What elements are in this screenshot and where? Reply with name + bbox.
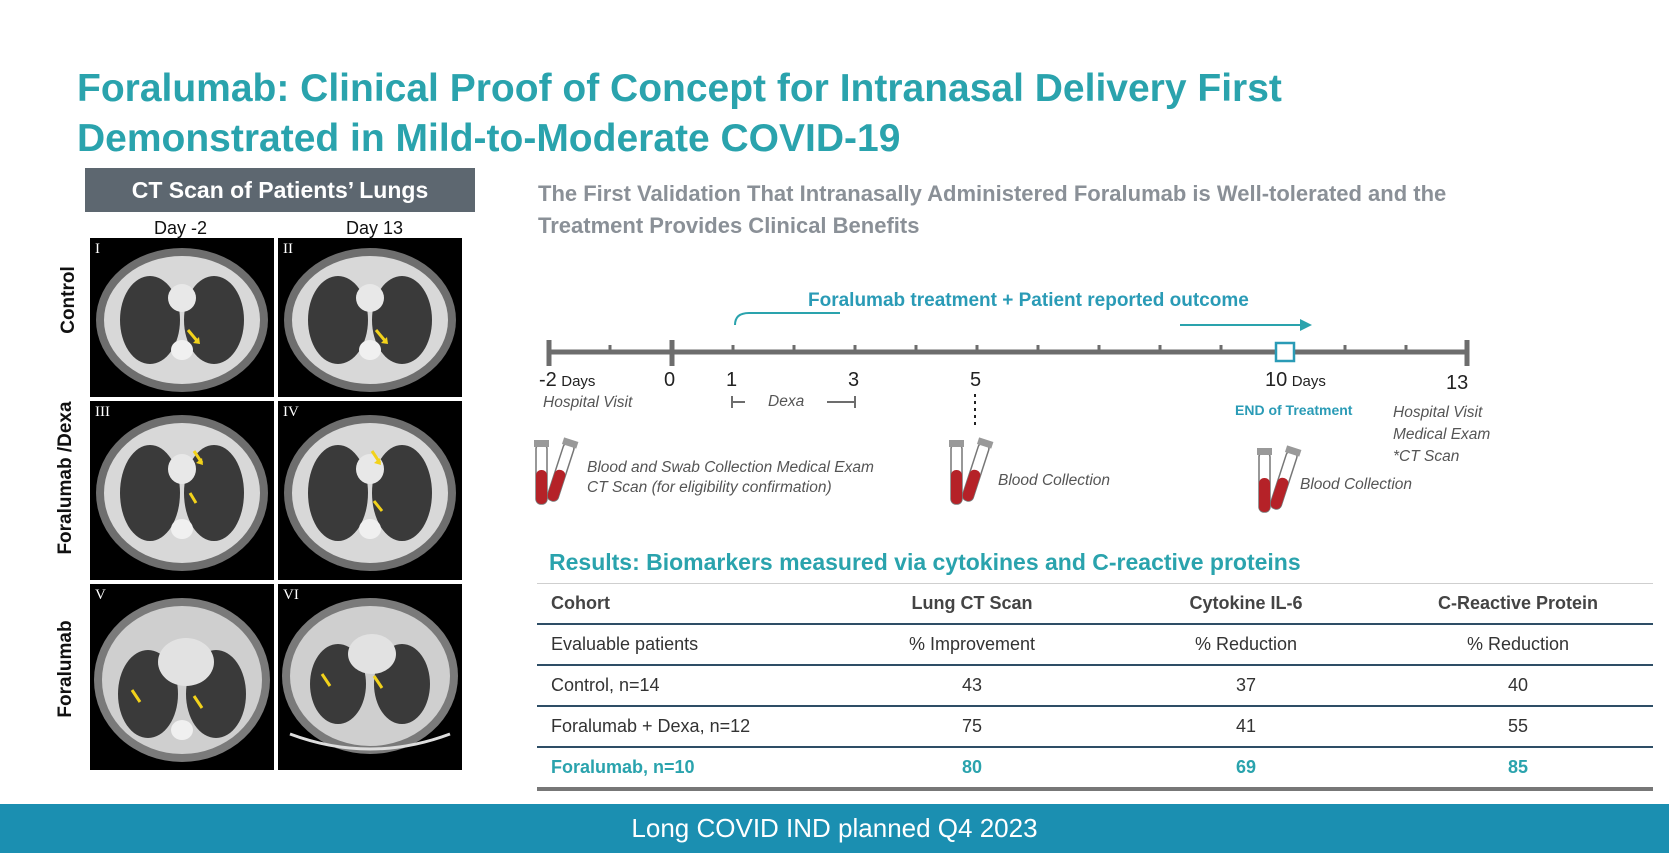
subtitle: The First Validation That Intranasally A…	[538, 181, 1447, 238]
header-cohort: Cohort	[551, 593, 610, 613]
lung-scan-image	[282, 598, 458, 754]
cell-il6: % Reduction	[1194, 634, 1298, 654]
ct-scan-foralumab-dexa-day-minus-2: III	[90, 401, 274, 580]
ct-scan-foralumab-day-minus-2: V	[90, 584, 274, 770]
days-label: Days	[1291, 373, 1326, 390]
header-crp: C-Reactive Protein	[1437, 593, 1599, 613]
tick-5: 5	[970, 369, 982, 391]
tick-label: -2	[539, 369, 557, 391]
ct-scan-foralumab-day-13: VI	[278, 584, 462, 770]
collection-1-line-1: Blood and Swab Collection Medical Exam	[587, 459, 874, 476]
tick-3: 3	[848, 369, 860, 391]
cell-cohort: Foralumab + Dexa, n=12	[551, 716, 751, 736]
treatment-label: Foralumab treatment + Patient reported o…	[808, 290, 1249, 311]
tick-0: 0	[664, 369, 676, 391]
row-label-control: Control	[58, 266, 79, 334]
end-note-hospital-visit: Hospital Visit	[1393, 404, 1483, 421]
column-label-day-minus-2: Day -2	[154, 218, 208, 238]
blood-tube-icon	[949, 437, 994, 505]
scan-numeral: V	[95, 587, 106, 603]
dexa-label: Dexa	[768, 393, 805, 410]
lung-scan-image	[94, 598, 270, 762]
collection-3-text: Blood Collection	[1300, 476, 1413, 493]
cell-lung-ct: 80	[961, 757, 983, 777]
table-row-highlight: Foralumab, n=10 80 69 85	[537, 747, 1653, 789]
tick-label: 10	[1265, 369, 1288, 391]
table-row: Control, n=14 43 37 40	[537, 665, 1653, 706]
end-notes: Hospital Visit Medical Exam *CT Scan	[1393, 402, 1490, 468]
scan-numeral: I	[95, 241, 100, 257]
tick-10: 10 Days	[1265, 369, 1326, 392]
collection-1-text: Blood and Swab Collection Medical Exam C…	[587, 458, 874, 498]
lung-scan-image	[96, 248, 268, 392]
cell-lung-ct: 43	[961, 675, 983, 695]
cell-crp: % Reduction	[1466, 634, 1570, 654]
cell-cohort: Evaluable patients	[551, 634, 699, 654]
ct-scan-foralumab-dexa-day-13: IV	[278, 401, 462, 580]
cell-cohort: Foralumab, n=10	[551, 757, 695, 777]
ct-scan-control-day-13: II	[278, 238, 462, 397]
end-note-medical-exam: Medical Exam	[1393, 426, 1491, 443]
table-row: Evaluable patients % Improvement % Reduc…	[537, 624, 1653, 665]
hospital-visit-start: Hospital Visit	[543, 394, 633, 411]
cell-crp: 55	[1507, 716, 1529, 736]
cell-lung-ct: % Improvement	[908, 634, 1036, 654]
cell-cohort: Control, n=14	[551, 675, 660, 695]
tick-1: 1	[726, 369, 738, 391]
results-title: Results: Biomarkers measured via cytokin…	[549, 549, 1301, 575]
lung-scan-image	[284, 248, 456, 392]
ct-panel-header: CT Scan of Patients’ Lungs	[85, 168, 475, 212]
scan-numeral: III	[95, 404, 110, 420]
end-of-treatment-label: END of Treatment	[1235, 402, 1353, 418]
column-label-day-13: Day 13	[346, 218, 404, 238]
header-il6: Cytokine IL-6	[1189, 593, 1303, 613]
scan-numeral: IV	[283, 404, 299, 420]
table-row: Foralumab + Dexa, n=12 75 41 55	[537, 706, 1653, 747]
cell-crp: 85	[1507, 757, 1529, 777]
scan-numeral: VI	[283, 587, 299, 603]
results-table: Cohort Lung CT Scan Cytokine IL-6 C-Reac…	[537, 583, 1653, 791]
scan-numeral: II	[283, 241, 293, 257]
collection-1-line-2: CT Scan (for eligibility confirmation)	[587, 479, 832, 496]
blood-tube-icon	[1257, 445, 1302, 513]
page-title: Foralumab: Clinical Proof of Concept for…	[77, 67, 1282, 160]
header-lung-ct: Lung CT Scan	[911, 593, 1033, 613]
cell-il6: 37	[1235, 675, 1257, 695]
ct-scan-control-day-minus-2: I	[90, 238, 274, 397]
lung-scan-image	[96, 415, 268, 571]
days-label: Days	[561, 373, 596, 390]
end-note-ct-scan: *CT Scan	[1393, 448, 1460, 465]
row-label-foralumab-dexa: Foralumab /Dexa	[55, 401, 76, 555]
cell-crp: 40	[1507, 675, 1529, 695]
collection-2-text: Blood Collection	[998, 472, 1111, 489]
tick-13: 13	[1446, 372, 1469, 394]
lung-scan-image	[284, 415, 456, 571]
blood-tube-icon	[534, 437, 579, 505]
tick-minus-2: -2 Days	[539, 369, 595, 392]
table-header-row: Cohort Lung CT Scan Cytokine IL-6 C-Reac…	[537, 583, 1653, 624]
timeline-axis	[546, 312, 1470, 425]
footer-banner: Long COVID IND planned Q4 2023	[0, 804, 1669, 853]
cell-lung-ct: 75	[961, 716, 983, 736]
cell-il6: 69	[1235, 757, 1257, 777]
cell-il6: 41	[1235, 716, 1257, 736]
row-label-foralumab: Foralumab	[55, 620, 76, 718]
